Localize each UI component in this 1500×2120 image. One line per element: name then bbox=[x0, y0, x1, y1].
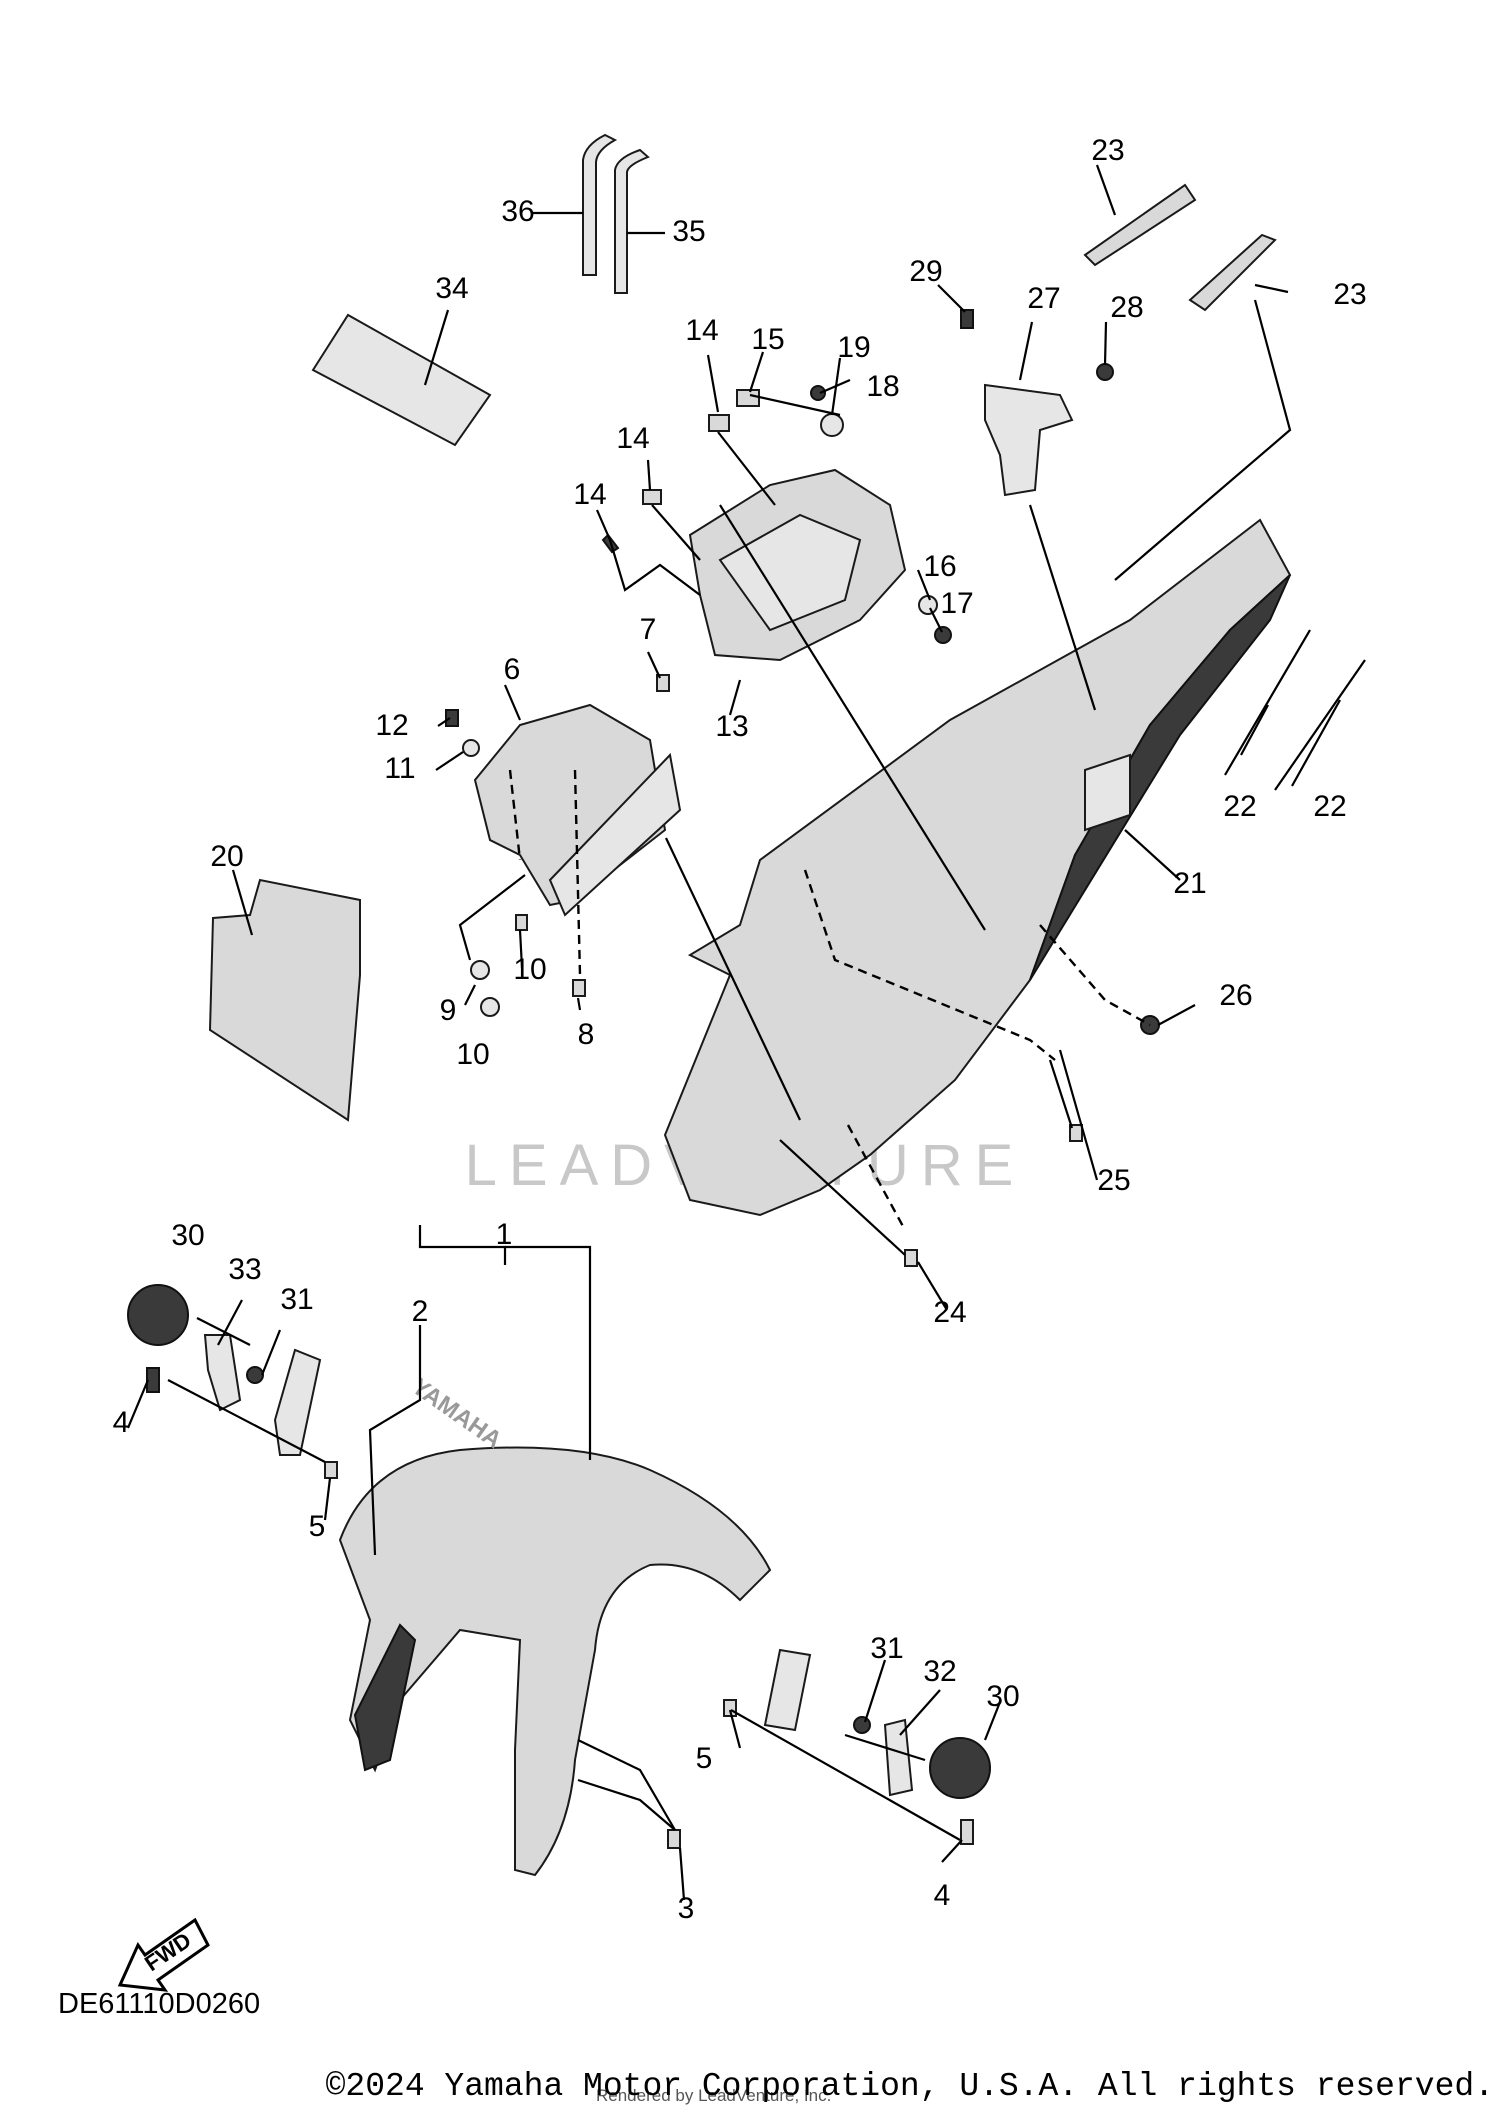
callout-5b: 5 bbox=[696, 1742, 713, 1775]
part-23-strip-a bbox=[1083, 183, 1197, 267]
callout-19: 19 bbox=[837, 331, 870, 364]
copyright-notice: ©2024 Yamaha Motor Corporation, U.S.A. A… bbox=[325, 2068, 1494, 2105]
callout-3: 3 bbox=[678, 1892, 695, 1925]
callout-30b: 30 bbox=[986, 1680, 1019, 1713]
callout-2: 2 bbox=[412, 1295, 429, 1328]
part-5-nut-left bbox=[324, 1461, 338, 1479]
part-stay-left bbox=[273, 1348, 322, 1456]
yamaha-decal: YAMAHA bbox=[407, 1373, 507, 1454]
callout-9-label: 9 bbox=[440, 994, 457, 1027]
callout-7b: 8 bbox=[578, 1018, 595, 1051]
part-4-bolt-right bbox=[960, 1819, 974, 1845]
part-1-front-fender bbox=[338, 1446, 772, 1877]
callout-22b: 22 bbox=[1313, 790, 1346, 823]
part-28-nut bbox=[1096, 363, 1114, 381]
rendered-by-note: Rendered by LeadVenture, Inc. bbox=[596, 2086, 832, 2105]
callout-11: 11 bbox=[384, 752, 415, 785]
callout-4a: 4 bbox=[113, 1406, 130, 1439]
callout-21: 21 bbox=[1173, 867, 1206, 900]
callout-31b: 31 bbox=[870, 1632, 903, 1665]
part-14-clip-a bbox=[708, 414, 730, 432]
callout-26: 26 bbox=[1219, 979, 1252, 1012]
leader-lines bbox=[126, 164, 1341, 1901]
callout-22a: 22 bbox=[1223, 790, 1256, 823]
callout-27: 27 bbox=[1027, 282, 1060, 315]
callout-1: 1 bbox=[496, 1218, 513, 1251]
part-30-reflector-left bbox=[127, 1284, 189, 1346]
callout-17: 17 bbox=[940, 587, 973, 620]
callout-24: 24 bbox=[933, 1296, 966, 1329]
callout-20: 20 bbox=[210, 840, 243, 873]
part-8-screw bbox=[515, 914, 528, 931]
callout-6: 6 bbox=[504, 653, 521, 686]
callout-28: 28 bbox=[1110, 291, 1143, 324]
part-29-bolt bbox=[960, 309, 974, 329]
part-11-washer bbox=[462, 739, 480, 757]
callout-18: 18 bbox=[866, 370, 899, 403]
part-4-bolt-left bbox=[146, 1367, 160, 1393]
part-30-reflector-right bbox=[929, 1737, 991, 1799]
callout-29: 29 bbox=[909, 255, 942, 288]
callout-35: 35 bbox=[672, 215, 705, 248]
callout-4b: 4 bbox=[934, 1879, 951, 1912]
part-9-nut bbox=[470, 960, 490, 980]
callout-34: 34 bbox=[435, 272, 468, 305]
callout-36: 36 bbox=[501, 195, 534, 228]
fwd-arrow-icon: FWD bbox=[117, 1917, 210, 1992]
callout-23a: 23 bbox=[1091, 134, 1124, 167]
callout-14a: 14 bbox=[685, 314, 718, 347]
callout-7a: 7 bbox=[640, 613, 657, 646]
part-19-screw bbox=[810, 385, 826, 401]
part-15-clip bbox=[736, 389, 760, 407]
part-20-flap bbox=[208, 878, 361, 1122]
part-17-nut bbox=[934, 626, 952, 644]
callout-31a: 31 bbox=[280, 1283, 313, 1316]
part-24-screw bbox=[904, 1249, 918, 1267]
part-32-bracket bbox=[883, 1718, 914, 1797]
callout-16: 16 bbox=[923, 550, 956, 583]
part-7-bolt-a bbox=[656, 674, 670, 692]
callout-33: 33 bbox=[228, 1253, 261, 1286]
diagram-code: DE61110D0260 bbox=[58, 1988, 261, 2020]
part-34-plate bbox=[311, 313, 492, 447]
callout-labels: 36 35 34 23 23 29 27 28 19 18 15 14 14 1… bbox=[113, 134, 1367, 1925]
part-36-stay bbox=[582, 133, 618, 276]
part-31-nut-left bbox=[246, 1366, 264, 1384]
part-22-tape-b bbox=[1274, 659, 1366, 791]
part-7-bolt-b bbox=[572, 979, 586, 997]
part-3-screw bbox=[667, 1829, 681, 1849]
callout-14b: 14 bbox=[616, 422, 649, 455]
part-10-nut bbox=[480, 997, 500, 1017]
part-31-nut-right bbox=[853, 1716, 871, 1734]
callout-32: 32 bbox=[923, 1655, 956, 1688]
callout-10-label: 10 bbox=[456, 1038, 489, 1071]
part-18-collar bbox=[820, 413, 844, 437]
part-33-bracket bbox=[203, 1334, 242, 1412]
part-22-tape-a bbox=[1224, 629, 1311, 776]
part-12-bolt bbox=[445, 709, 459, 727]
part-35-stay bbox=[614, 148, 650, 294]
part-16-nut bbox=[918, 595, 938, 615]
callout-25: 25 bbox=[1097, 1164, 1130, 1197]
callout-12: 12 bbox=[375, 709, 408, 742]
part-23-strip-b bbox=[1188, 233, 1277, 312]
callout-8: 10 bbox=[513, 953, 546, 986]
callout-23b: 23 bbox=[1333, 278, 1366, 311]
callout-14c: 14 bbox=[573, 478, 606, 511]
callout-5a: 5 bbox=[309, 1510, 326, 1543]
part-27-bracket bbox=[984, 383, 1074, 497]
part-25-screw bbox=[1069, 1124, 1083, 1142]
callout-30a: 30 bbox=[171, 1219, 204, 1252]
part-stay-right bbox=[763, 1648, 812, 1732]
callout-13: 13 bbox=[715, 710, 748, 743]
part-14-clip-b bbox=[642, 489, 662, 505]
callout-15: 15 bbox=[751, 323, 784, 356]
